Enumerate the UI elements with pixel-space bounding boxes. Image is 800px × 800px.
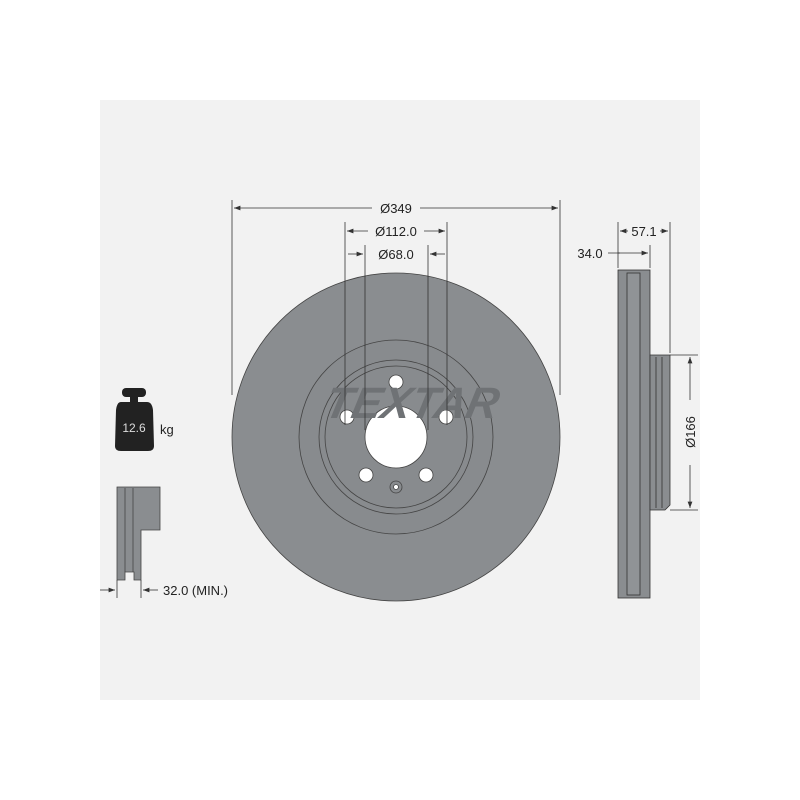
textar-logo: TEXTAR [321, 379, 504, 427]
total-height-label: 57.1 [631, 224, 656, 239]
valve-hole [389, 480, 403, 494]
bolt-hole [388, 374, 404, 390]
center-hole-label: Ø68.0 [378, 247, 413, 262]
disc-front-view [231, 272, 561, 602]
thickness-label: 34.0 [577, 246, 602, 261]
min-thickness-section [116, 486, 161, 581]
bolt-hole [418, 467, 434, 483]
side-dimension-lines [608, 222, 698, 511]
min-thickness-dimension [100, 580, 158, 598]
front-dimension-lines [231, 200, 561, 430]
center-hole [364, 405, 428, 469]
disc-side-view [617, 269, 671, 599]
bolt-hole [438, 409, 454, 425]
bolt-hole [358, 467, 374, 483]
hub-diameter-label: Ø166 [683, 416, 698, 448]
outer-diameter-label: Ø349 [380, 201, 412, 216]
weight-icon [115, 388, 154, 451]
weight-value: 12.6 [122, 421, 146, 435]
min-thickness-label: 32.0 (MIN.) [163, 583, 228, 598]
bolt-hole [339, 409, 355, 425]
weight-unit: kg [160, 422, 174, 437]
bolt-circle-label: Ø112.0 [375, 224, 417, 239]
